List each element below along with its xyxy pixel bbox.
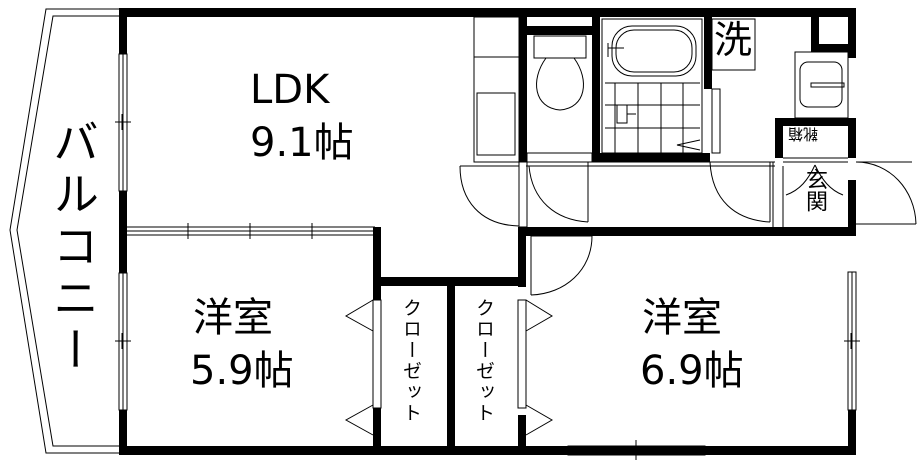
wash-basin (711, 51, 849, 154)
room-name-western-2: 洋室 (642, 295, 722, 341)
room-size-western-1: 5.9帖 (190, 348, 294, 394)
windows (115, 53, 860, 460)
shoe-box-label: 靴箱 (788, 125, 819, 143)
room-size-western-2: 6.9帖 (640, 348, 744, 394)
entrance-label: 玄関 (802, 168, 827, 212)
balcony-label: バルコニー (46, 118, 100, 378)
room-name-western-1: 洋室 (193, 295, 273, 341)
room-name-ldk: LDK (250, 67, 330, 113)
washroom-label-box (711, 18, 756, 71)
closet-doors (344, 299, 554, 436)
room-size-ldk: 9.1帖 (250, 120, 354, 166)
washroom-label: 洗 (714, 18, 753, 62)
balcony-outline (9, 8, 120, 454)
closet-label-right: クローゼット (473, 298, 495, 424)
sliding-partition (127, 223, 375, 239)
toilet-fixture (526, 35, 593, 163)
doors (459, 157, 917, 296)
bathtub (601, 18, 703, 154)
closet-label-left: クローゼット (400, 298, 422, 424)
kitchen-counter (473, 16, 520, 163)
